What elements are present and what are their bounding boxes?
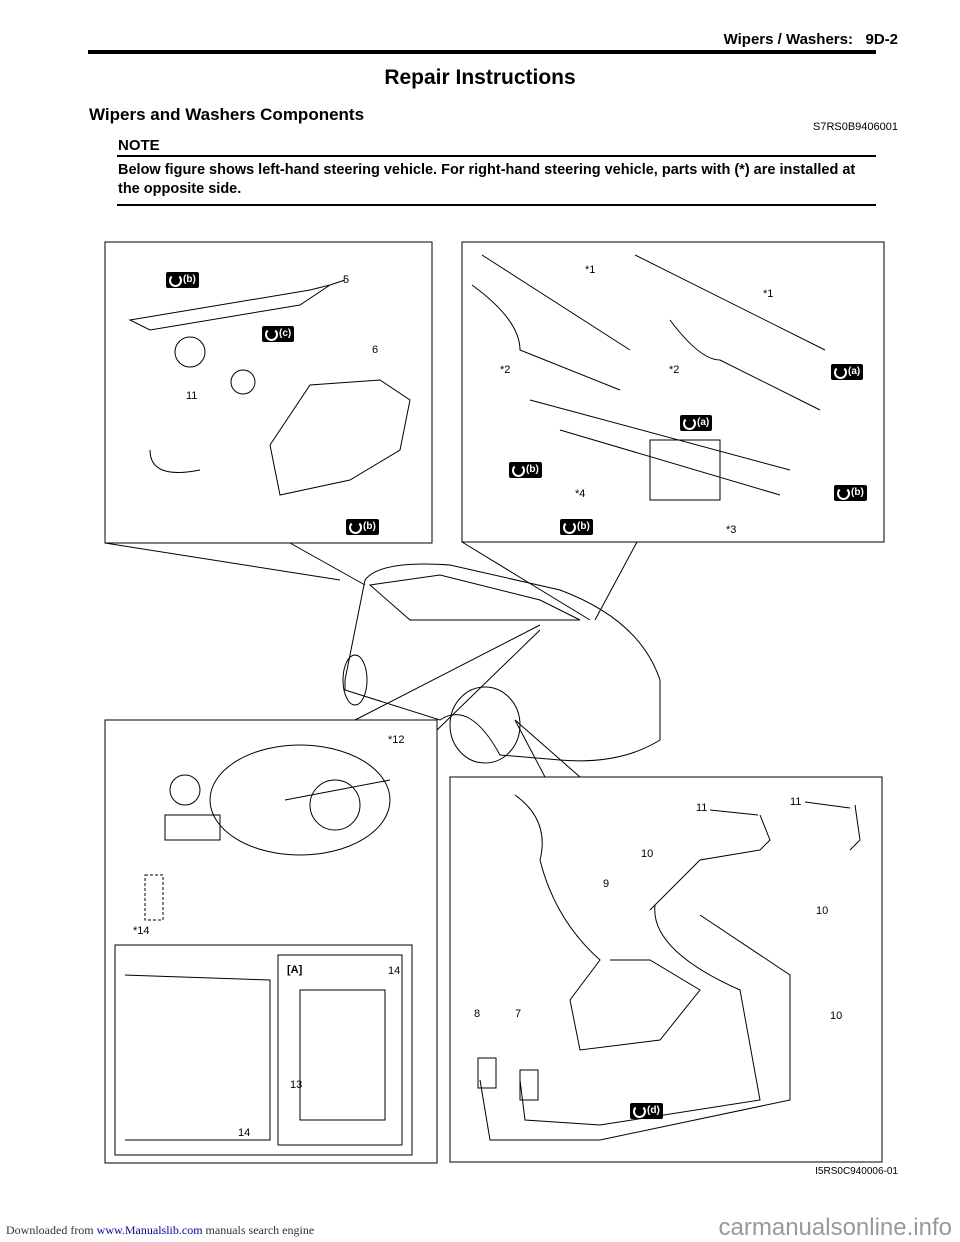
part-label: 14 xyxy=(388,965,401,977)
torque-badge: (b) xyxy=(509,462,542,478)
part-label: 11 xyxy=(790,796,802,808)
torque-badge: (d) xyxy=(630,1103,663,1119)
figure-id: I5RS0C940006-01 xyxy=(815,1166,898,1177)
header-rule xyxy=(88,50,876,54)
front-wiper-panel xyxy=(461,241,885,543)
note-label: NOTE xyxy=(118,137,160,154)
part-label: *2 xyxy=(500,364,511,376)
section-title: Repair Instructions xyxy=(384,66,576,89)
leader-lines xyxy=(104,541,638,778)
torque-badge: (b) xyxy=(560,519,593,535)
part-label: *14 xyxy=(133,925,150,937)
part-label: 14 xyxy=(238,1127,251,1139)
torque-badge: (b) xyxy=(166,272,199,288)
switch-parts xyxy=(124,744,391,1141)
watermark: carmanualsonline.info xyxy=(718,1214,952,1241)
part-label: 11 xyxy=(696,802,708,814)
manualslib-link[interactable]: www.Manualslib.com xyxy=(96,1223,203,1237)
part-label: 5 xyxy=(343,274,350,286)
part-label: 9 xyxy=(603,878,610,890)
part-label: 7 xyxy=(515,1008,522,1020)
part-label: *12 xyxy=(388,734,405,746)
part-label: *1 xyxy=(763,288,774,300)
torque-badge: (b) xyxy=(834,485,867,501)
rear-wiper-panel xyxy=(104,241,433,544)
part-label: *3 xyxy=(726,524,737,536)
note-rule-top xyxy=(117,155,876,157)
part-label: 10 xyxy=(830,1010,843,1022)
front-wiper-parts xyxy=(471,254,826,501)
view-label: [A] xyxy=(287,964,303,976)
part-label: 10 xyxy=(816,905,829,917)
running-header: Wipers / Washers: 9D-2 xyxy=(723,31,898,48)
switch-panel xyxy=(104,719,438,1164)
part-label: 8 xyxy=(474,1008,481,1020)
part-label: *2 xyxy=(669,364,680,376)
torque-badge: (b) xyxy=(346,519,379,535)
section-code: S7RS0B9406001 xyxy=(812,121,898,133)
washer-panel xyxy=(449,776,883,1163)
part-label: 6 xyxy=(372,344,379,356)
junction-block-panel xyxy=(277,954,403,1146)
subsection-title: Wipers and Washers Components xyxy=(89,105,365,124)
part-label: 13 xyxy=(290,1079,303,1091)
torque-badge: (c) xyxy=(262,326,295,342)
torque-badge: (a) xyxy=(680,415,713,431)
part-label: 10 xyxy=(641,848,654,860)
note-rule-bottom xyxy=(117,204,876,206)
download-footer: Downloaded from www.Manualslib.com manua… xyxy=(6,1223,315,1237)
switch-inset-panel xyxy=(114,944,413,1156)
washer-parts xyxy=(477,794,861,1141)
part-label: 11 xyxy=(186,390,198,402)
rear-wiper-parts xyxy=(128,279,411,496)
part-label: *1 xyxy=(585,264,596,276)
car-illustration xyxy=(342,563,661,764)
part-label: *4 xyxy=(575,488,586,500)
note-text: Below figure shows left-hand steering ve… xyxy=(118,162,856,197)
torque-badge: (a) xyxy=(831,364,864,380)
